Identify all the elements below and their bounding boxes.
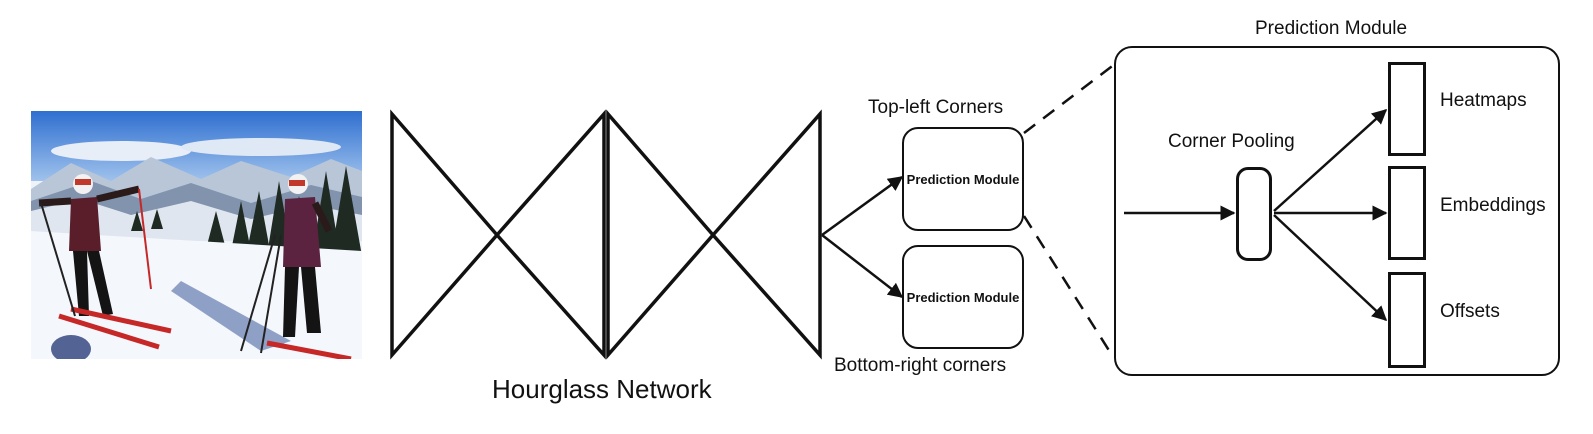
corner-pooling-block (1236, 167, 1272, 261)
embeddings-label: Embeddings (1440, 195, 1546, 216)
skiers-photo-icon (31, 111, 362, 359)
arrow-to-offsets (1273, 214, 1388, 322)
heatmaps-block (1388, 62, 1426, 156)
embeddings-block (1388, 166, 1426, 260)
dashed-connector-bottom (1022, 215, 1112, 353)
arrow-top-branch (821, 175, 904, 237)
dashed-connector-top (1023, 63, 1116, 134)
offsets-block (1388, 272, 1426, 368)
top-prediction-module: Prediction Module (902, 127, 1024, 231)
heatmaps-label: Heatmaps (1440, 90, 1527, 111)
offsets-label: Offsets (1440, 301, 1500, 322)
hourglass-shape-1 (390, 109, 606, 360)
hourglass-label: Hourglass Network (492, 374, 712, 404)
bottom-prediction-module: Prediction Module (902, 245, 1024, 349)
hourglass-shape-2 (606, 109, 822, 360)
detail-title: Prediction Module (1255, 18, 1408, 39)
corner-pooling-label: Corner Pooling (1168, 131, 1295, 152)
bottom-right-corners-label: Bottom-right corners (834, 355, 1007, 376)
arrow-bottom-branch (821, 234, 904, 298)
prediction-module-detail-box (1114, 46, 1560, 376)
arrow-to-heatmaps (1273, 108, 1388, 212)
top-left-corners-label: Top-left Corners (868, 97, 1004, 118)
